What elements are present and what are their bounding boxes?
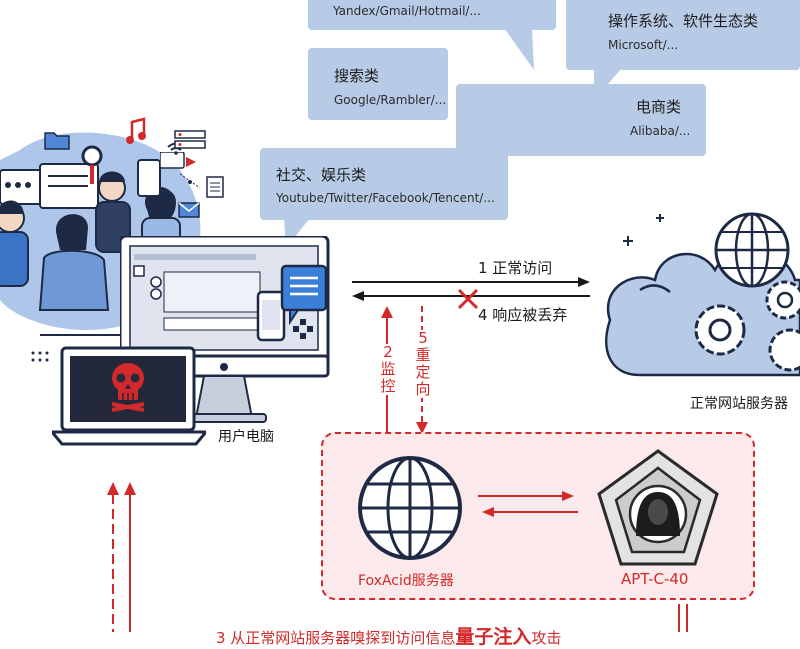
redirect-num: 5 [418,329,428,347]
response-dropped-arrow [352,291,590,301]
bubble-os-sub: Microsoft/... [608,38,679,52]
normal-access-label: 1 正常访问 [478,259,553,277]
bottom-caption: 3 从正常网站服务器嗅探到访问信息量子注入攻击 [216,622,561,649]
bubble-ecommerce-title: 电商类 [636,98,682,116]
bubble-os: 操作系统、软件生态类 Microsoft/... [566,0,800,70]
monitor-char-1: 监 [380,360,396,378]
bubble-ecommerce-sub: Alibaba/... [630,124,691,138]
bubble-search-sub: Google/Rambler/... [334,93,447,107]
foxacid-label: FoxAcid服务器 [358,573,454,589]
redirect-char-3: 向 [415,380,431,398]
web-server-illustration [605,212,800,377]
gamepad-icon [293,319,313,339]
apt-down-lines [678,604,688,632]
share-icon [160,152,201,189]
document-icon [206,176,224,198]
monitor-num: 2 [383,343,393,361]
bubble-social: 社交、娱乐类 Youtube/Twitter/Facebook/Tencent/… [260,148,508,220]
bubble-email: Yandex/Gmail/Hotmail/... [308,0,556,30]
quantum-injection-arrows [107,482,136,632]
bubble-os-title: 操作系统、软件生态类 [608,12,759,30]
redirect-char-2: 定 [415,363,431,381]
bottom-caption-highlight: 量子注入 [455,626,532,648]
apt-label: APT-C-40 [621,570,689,588]
redirect-char-1: 重 [415,346,431,364]
globe-icon [358,456,462,560]
search-icon [81,145,103,184]
response-dropped-label: 4 响应被丢弃 [478,306,568,324]
chat-window-icon [280,264,328,326]
skull-icon [111,363,145,412]
mail-icon [178,202,200,218]
normal-access-arrow [352,277,590,287]
music-note-icon [126,117,146,144]
server-icon [174,130,206,149]
monitor-char-2: 控 [380,377,396,395]
hacker-pentagon-icon [597,449,719,566]
bidirectional-arrow [478,491,578,517]
bubble-search-title: 搜索类 [334,67,380,85]
phone-icon [256,290,286,342]
bubble-email-sub: Yandex/Gmail/Hotmail/... [333,4,481,18]
bubble-social-sub: Youtube/Twitter/Facebook/Tencent/... [276,191,495,205]
web-server-label: 正常网站服务器 [690,396,788,412]
bubble-search: 搜索类 Google/Rambler/... [308,48,448,120]
bubble-email-tail [504,28,534,70]
bubble-social-title: 社交、娱乐类 [276,166,367,184]
monitor-label: 2 监 控 [379,344,397,395]
redirect-arrow [416,306,428,434]
bubble-ecommerce: 电商类 Alibaba/... [456,84,706,156]
folder-icon [44,132,70,150]
drop-x-icon [457,288,479,310]
user-pc-label: 用户电脑 [218,429,274,445]
redirect-label: 5 重 定 向 [414,330,432,398]
